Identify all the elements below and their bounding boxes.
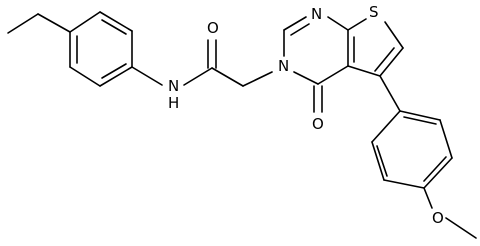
bond-nh-carbonyl: [183, 67, 213, 86]
bond-s-c6: [384, 21, 404, 49]
bond-c4a-c4: [317, 65, 349, 85]
bond-ring-a-1: [69, 11, 101, 33]
bond-c5-aryl: [379, 75, 401, 112]
bond-ring-b-3: [383, 179, 425, 189]
bond-ring-b-4: [423, 157, 453, 189]
bond-o-ch3: [445, 217, 477, 239]
bond-c7a-s: [347, 18, 367, 31]
bond-ethyl-ch2: [37, 13, 71, 33]
atom-label-amide-nitrogen: N: [168, 77, 179, 95]
bond-c6-c5-a: [379, 47, 404, 77]
bond-ring-a-2: [99, 11, 133, 32]
bond-ethyl-ch3: [7, 13, 39, 34]
bond-c6-c5-b: [374, 47, 395, 72]
atom-label-ring-oxygen-4: O: [312, 115, 324, 133]
bond-c4-n3: [293, 71, 319, 85]
bond-aryl-o: [423, 187, 433, 209]
atom-label-thiophene-sulfur: S: [369, 3, 379, 21]
atom-label-ether-oxygen: O: [432, 209, 444, 227]
bond-ring-b-1: [371, 110, 401, 143]
bond-ring-b-2: [371, 141, 385, 181]
bond-aryl-nh: [131, 66, 163, 86]
bond-ring-b-inner-3: [403, 116, 437, 125]
bond-c5-c4a: [347, 65, 381, 77]
bond-c2-n1-double-a: [283, 16, 307, 31]
bond-c2-n1-double-b: [290, 23, 310, 36]
atom-label-amide-hydrogen: H: [168, 94, 179, 112]
bond-ring-b-5: [439, 119, 453, 159]
bond-ring-a-5: [69, 66, 101, 87]
bond-ring-a-inner-1: [101, 19, 127, 35]
bond-ring-b-6: [399, 110, 441, 121]
atom-label-carbonyl-oxygen: O: [207, 19, 219, 37]
atom-labels: N H O N N S O O: [168, 3, 444, 227]
bond-ring-a-4: [99, 66, 133, 87]
bond-ring-a-inner-2: [101, 63, 127, 79]
atom-label-ring-nitrogen-1: N: [311, 5, 322, 23]
bond-n1-c7a: [327, 16, 349, 31]
bond-ch2-n3: [242, 71, 273, 87]
bonds: [7, 11, 477, 239]
bond-carbonyl-ch2: [211, 67, 244, 87]
bond-ring-b-inner-1: [376, 145, 388, 177]
atom-label-ring-nitrogen-3: N: [278, 57, 289, 75]
bond-ring-b-inner-2: [423, 156, 447, 182]
